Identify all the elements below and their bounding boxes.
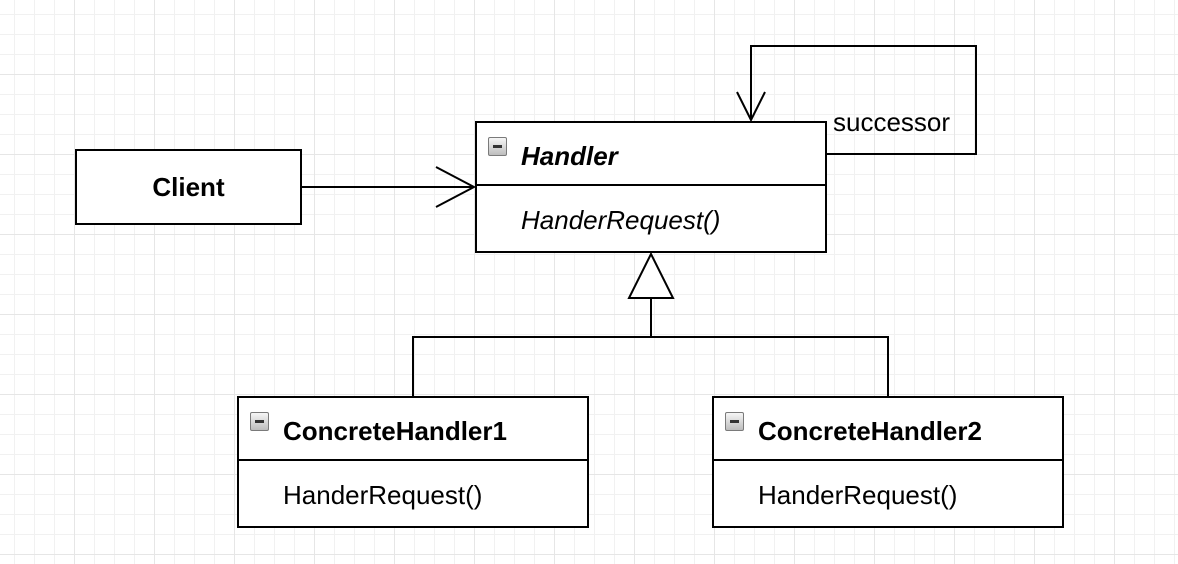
collapse-icon[interactable] [725,412,744,431]
concrete-handler-1-class-name: ConcreteHandler1 [283,416,507,446]
successor-self-association-line[interactable] [750,45,977,155]
handler-class-box[interactable]: Handler HanderRequest() [475,121,827,253]
client-class-box[interactable]: Client [75,149,302,225]
handler-class-name: Handler [521,141,618,171]
concrete-handler-2-class-box[interactable]: ConcreteHandler2 HanderRequest() [712,396,1064,528]
collapse-icon[interactable] [488,137,507,156]
client-handler-arrowhead [435,166,477,208]
collapse-icon[interactable] [250,412,269,431]
successor-role-label: successor [833,107,951,137]
generalization-triangle [627,251,675,299]
concrete-handler-2-operations-compartment: HanderRequest() [714,461,1062,526]
concrete-handler-2-method: HanderRequest() [758,480,958,510]
concrete-handler-1-operations-compartment: HanderRequest() [239,461,587,526]
generalization-branch-line[interactable] [412,336,889,396]
successor-arrowhead [736,91,766,123]
handler-class-header: Handler [477,123,825,186]
concrete-handler-1-class-header: ConcreteHandler1 [239,398,587,461]
concrete-handler-2-class-name: ConcreteHandler2 [758,416,982,446]
handler-method: HanderRequest() [521,205,721,235]
handler-operations-compartment: HanderRequest() [477,186,825,251]
concrete-handler-2-class-header: ConcreteHandler2 [714,398,1062,461]
concrete-handler-1-class-box[interactable]: ConcreteHandler1 HanderRequest() [237,396,589,528]
client-class-name: Client [152,171,225,202]
concrete-handler-1-method: HanderRequest() [283,480,483,510]
